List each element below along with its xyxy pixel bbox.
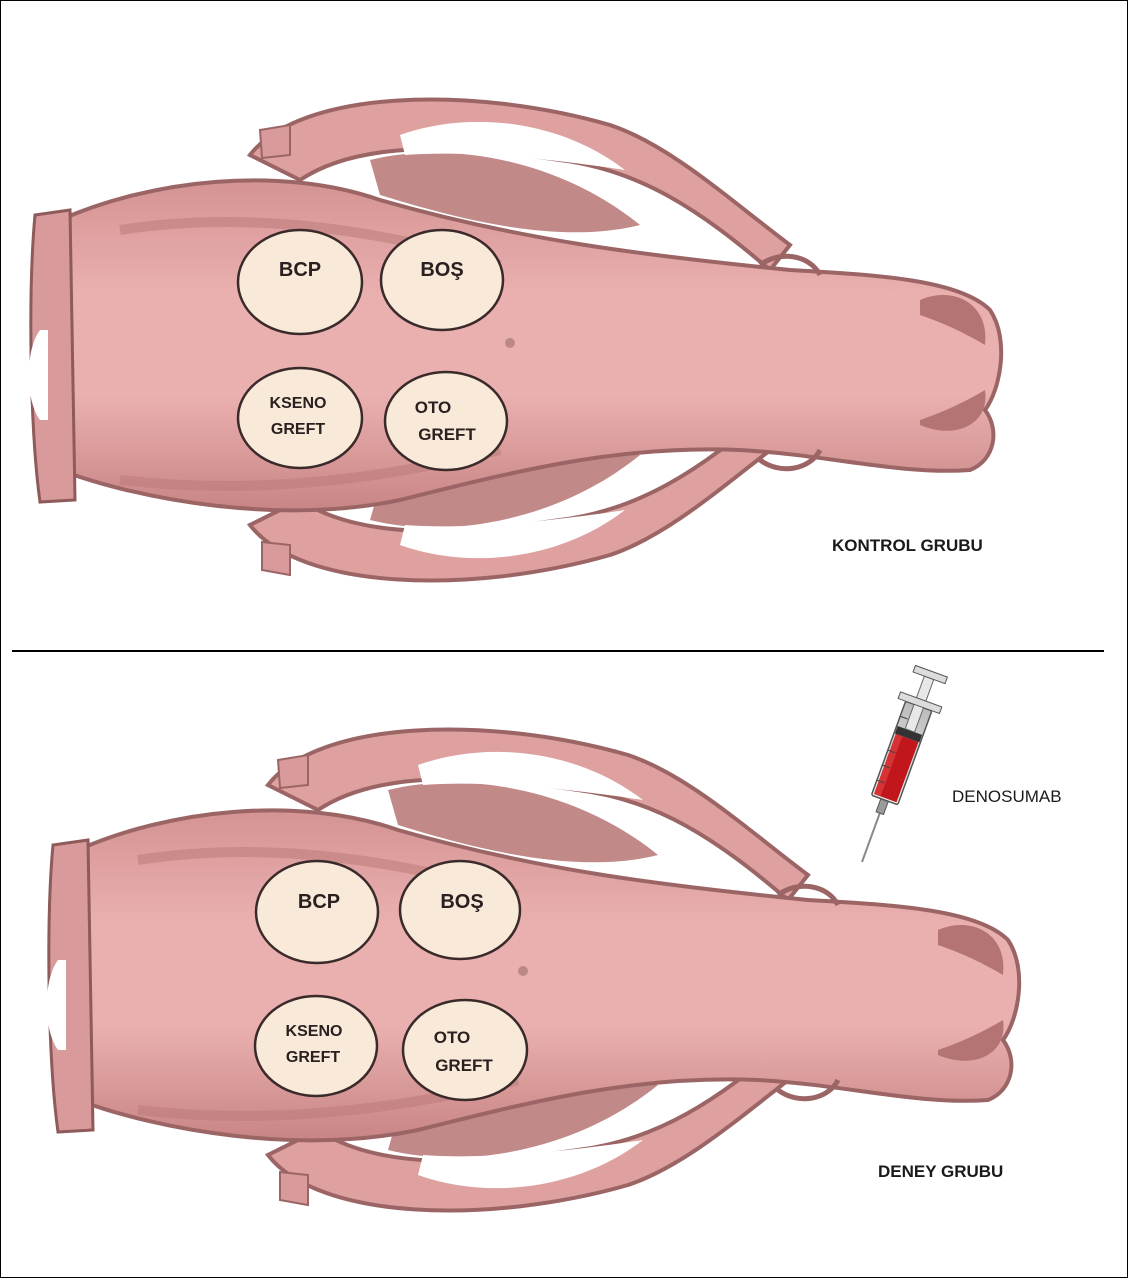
- defect-label-line2: GREFT: [286, 1049, 340, 1066]
- defect-oto-greft: OTO GREFT: [385, 372, 507, 470]
- panel-deney: BCP BOŞ KSENO GREFT OTO GREFT: [47, 664, 1062, 1211]
- skull-foramen: [518, 966, 528, 976]
- defect-label: BCP: [298, 891, 340, 913]
- group-label: KONTROL GRUBU: [832, 536, 983, 555]
- skull-image: [29, 100, 1001, 581]
- defect-label-line1: OTO: [415, 398, 452, 417]
- syringe-icon: [841, 664, 952, 870]
- defect-label-line1: KSENO: [286, 1023, 343, 1040]
- defect-oto-greft: OTO GREFT: [403, 1000, 527, 1100]
- panel-kontrol: BCP BOŞ KSENO GREFT OTO GREFT KONTROL GR…: [29, 100, 1001, 581]
- defect-label-line1: OTO: [434, 1028, 471, 1047]
- defect-label: BOŞ: [440, 891, 483, 913]
- defect-label-line2: GREFT: [271, 421, 325, 438]
- defect-bcp: BCP: [238, 230, 362, 334]
- defect-bcp: BCP: [256, 861, 378, 963]
- group-label: DENEY GRUBU: [878, 1162, 1003, 1181]
- skull-image: [47, 730, 1019, 1211]
- defect-label: BOŞ: [420, 259, 463, 281]
- skull-foramen: [505, 338, 515, 348]
- defect-label: BCP: [279, 259, 321, 281]
- defect-label-line2: GREFT: [435, 1056, 493, 1075]
- defect-kseno-greft: KSENO GREFT: [255, 996, 377, 1096]
- defect-label-line1: KSENO: [270, 395, 327, 412]
- defect-kseno-greft: KSENO GREFT: [238, 368, 362, 468]
- defect-label-line2: GREFT: [418, 425, 476, 444]
- defect-bos: BOŞ: [400, 861, 520, 959]
- defect-bos: BOŞ: [381, 230, 503, 330]
- syringe-label: DENOSUMAB: [952, 787, 1062, 806]
